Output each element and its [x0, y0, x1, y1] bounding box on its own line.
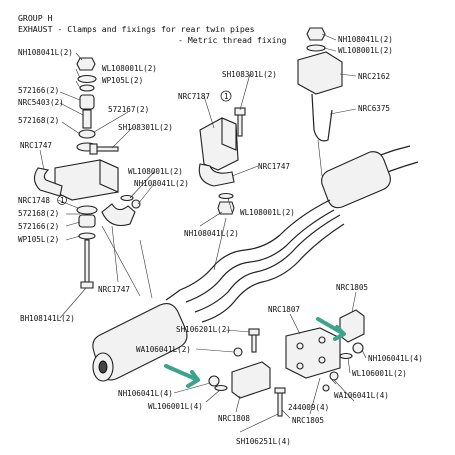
bracket-nrc1807 — [285, 327, 341, 379]
washer-wl108001l-center — [218, 192, 234, 200]
label-nrc1747-center: NRC1747 — [258, 162, 290, 171]
bush-572166-lower — [78, 214, 96, 228]
washer-wl108001l-top-right — [306, 44, 326, 52]
label-callout-nrc1748: 1 — [60, 196, 65, 205]
bush-572166 — [79, 94, 95, 110]
label-nh106041l-left: NH106041L(4) — [118, 389, 173, 398]
bolt-sh108301l-center — [237, 113, 243, 137]
label-sh108301l-center: SH108301L(2) — [222, 70, 277, 79]
washer-wl108001l-mid — [120, 194, 134, 202]
washer-wa106041l-left — [233, 347, 243, 357]
washer-wl106001l-left — [214, 384, 228, 392]
label-572166-top: 572166(2) — [18, 86, 59, 95]
washer-wp105l — [79, 84, 95, 92]
label-sh106201l: SH106201L(2) — [176, 325, 231, 334]
ubolt-nrc6375 — [311, 93, 333, 142]
label-nrc1747-bottom: NRC1747 — [98, 285, 130, 294]
spacer-nrc5403 — [82, 109, 92, 129]
bracket-nrc2162 — [297, 51, 343, 95]
label-nrc2162: NRC2162 — [358, 72, 390, 81]
label-nh106041l-right: NH106041L(4) — [368, 354, 423, 363]
right-hanger-assembly — [297, 27, 343, 142]
plate-nrc1808 — [231, 361, 271, 399]
label-nrc1808: NRC1808 — [218, 414, 250, 423]
label-nrc1805-top: NRC1805 — [336, 283, 368, 292]
label-wl106001l-right: WL106001L(2) — [352, 369, 407, 378]
label-wl108001l-mid: WL108001L(2) — [128, 167, 183, 176]
exhaust-pipes — [92, 145, 419, 382]
washer-wa106041l-right — [329, 371, 339, 381]
bush-244009 — [322, 384, 330, 392]
arrow-left — [164, 364, 200, 388]
clamp-nrc1747-left — [33, 167, 63, 197]
group-heading: GROUP H — [18, 13, 53, 23]
lower-mount-assembly — [208, 309, 365, 417]
nut-nh106041l-left — [208, 375, 220, 387]
label-nrc7187: NRC7187 — [178, 92, 210, 101]
label-572168-top: 572168(2) — [18, 116, 59, 125]
callout-circle — [220, 90, 232, 102]
bolt-bh108141l — [84, 239, 90, 283]
callout-ring-nrc1748 — [57, 195, 67, 205]
label-sh108301l-left: SH108301L(2) — [118, 123, 173, 132]
label-nrc1747-left: NRC1747 — [20, 141, 52, 150]
bolt-sh106251l — [277, 391, 283, 417]
label-wl108001l-top-right: WL108001L(2) — [338, 46, 393, 55]
clamp-nrc1747-lower — [101, 203, 136, 227]
label-bh108141l: BH108141L(2) — [20, 314, 75, 323]
bolt-sh108301l-left — [95, 146, 119, 152]
label-nrc5403: NRC5403(2) — [18, 98, 64, 107]
label-244009: 244009(4) — [288, 403, 329, 412]
nut-nh106041l-right — [352, 342, 364, 354]
label-nh108041l-mid: NH108041L(2) — [134, 179, 189, 188]
label-nrc1748: NRC1748 — [18, 196, 50, 205]
arrow-right — [316, 317, 346, 341]
label-nh108041l-center: NH108041L(2) — [184, 229, 239, 238]
label-wl108001l-top-left: WL108001L(2) — [102, 64, 157, 73]
nut-nh108041l-mid — [131, 199, 141, 209]
label-callout-nrc7187: 1 — [224, 92, 229, 101]
label-wl108001l-center: WL108001L(2) — [240, 208, 295, 217]
highlight-arrows — [164, 317, 346, 388]
label-wa106041l-left: WA106041L(2) — [136, 345, 191, 354]
part-labels: NH108041L(2) WL108001L(2) WP105L(2) 5721… — [18, 35, 423, 446]
label-wl106001l-left: WL106001L(4) — [148, 402, 203, 411]
diagram-subtitle: - Metric thread fixing — [178, 35, 287, 45]
center-clamp-assembly — [198, 90, 246, 215]
label-572166-bottom: 572166(2) — [18, 222, 59, 231]
label-572167: 572167(2) — [108, 105, 149, 114]
label-nh108041l-top-right: NH108041L(2) — [338, 35, 393, 44]
bolt-sh106201l — [251, 333, 257, 353]
clamp-nrc1747-center — [198, 163, 235, 187]
rear-silencer — [321, 151, 391, 209]
label-wp105l-bottom: WP105L(2) — [18, 235, 59, 244]
label-sh106251l: SH106251L(4) — [236, 437, 291, 446]
nut-nh108041l — [76, 57, 96, 71]
washer-wp105l-lower — [78, 232, 96, 240]
label-nrc1807: NRC1807 — [268, 305, 300, 314]
bush-572168 — [78, 129, 96, 139]
nut-nh108041l-center — [217, 201, 235, 215]
label-572168-bottom: 572168(2) — [18, 209, 59, 218]
label-nh108041l-top-left: NH108041L(2) — [18, 48, 73, 57]
left-mount-assembly — [33, 57, 141, 289]
diagram-title: EXHAUST - Clamps and fixings for rear tw… — [18, 24, 255, 34]
label-nrc6375: NRC6375 — [358, 104, 390, 113]
bush-572168-lower — [76, 205, 98, 215]
label-wa106041l-right: WA106041L(4) — [334, 391, 389, 400]
front-silencer — [92, 303, 188, 381]
label-wp105l: WP105L(2) — [102, 76, 143, 85]
label-nrc1805-bottom: NRC1805 — [292, 416, 324, 425]
leader-lines — [39, 33, 367, 433]
washer-wl108001l — [77, 74, 97, 84]
nut-nh108041l-top-right — [306, 27, 326, 41]
washer-wl106001l-right — [339, 352, 353, 360]
plate-nrc1805-top — [339, 309, 365, 343]
